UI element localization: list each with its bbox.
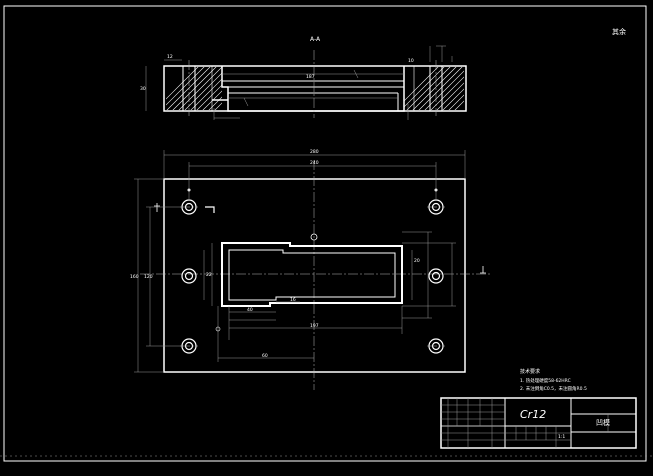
section-hatch-left [166, 67, 222, 110]
material-label: Cr12 [520, 408, 546, 421]
section-mark-arrow [205, 206, 215, 213]
sheet-border [3, 5, 647, 462]
cavity-inner [228, 249, 396, 301]
section-hatch-right [404, 67, 464, 110]
mounting-holes [180, 188, 445, 354]
cavity-outer [221, 242, 403, 307]
dim-hole-spacing-y: 120 [144, 274, 153, 280]
cavity-center-mark [310, 233, 318, 241]
corner-note: 其余 [612, 27, 626, 36]
plan-view: 280 240 160 120 22 20 16 40 19 [130, 149, 490, 390]
tech-requirements: 技术要求 1. 热处理硬度58-62HRC 2. 未注倒角C0.5，未注圆角R0… [520, 368, 587, 392]
dim-section-depth: 10 [408, 58, 414, 64]
dim-section-top: 12 [167, 54, 173, 60]
dim-overall-width: 280 [310, 149, 319, 155]
dim-section-thk: 30 [140, 86, 146, 92]
tech-req-line-2: 2. 未注倒角C0.5，未注圆角R0.5 [520, 385, 587, 392]
dim-hole-spacing-x: 240 [310, 160, 319, 166]
dim-section-cavity: 187 [306, 74, 315, 80]
title-block: Cr12 凹模 1:1 [440, 397, 637, 449]
dim-side: 20 [414, 258, 420, 264]
dim-cavity-offset: 60 [262, 353, 268, 359]
section-label: A-A [310, 36, 321, 43]
section-outline [163, 65, 467, 112]
scale-label: 1:1 [558, 434, 565, 440]
dim-overall-height: 160 [130, 274, 139, 280]
plate-outline [163, 178, 466, 373]
dim-slot-small: 22 [206, 272, 212, 278]
tech-req-title: 技术要求 [520, 368, 540, 375]
part-name: 凹模 [596, 418, 610, 427]
dim-cavity-length: 197 [310, 323, 319, 329]
dim-slot-width: 40 [247, 307, 253, 313]
tech-req-line-1: 1. 热处理硬度58-62HRC [520, 377, 571, 384]
dim-step: 16 [290, 297, 296, 303]
section-view: A-A [140, 36, 467, 120]
section-cavity [221, 66, 405, 112]
